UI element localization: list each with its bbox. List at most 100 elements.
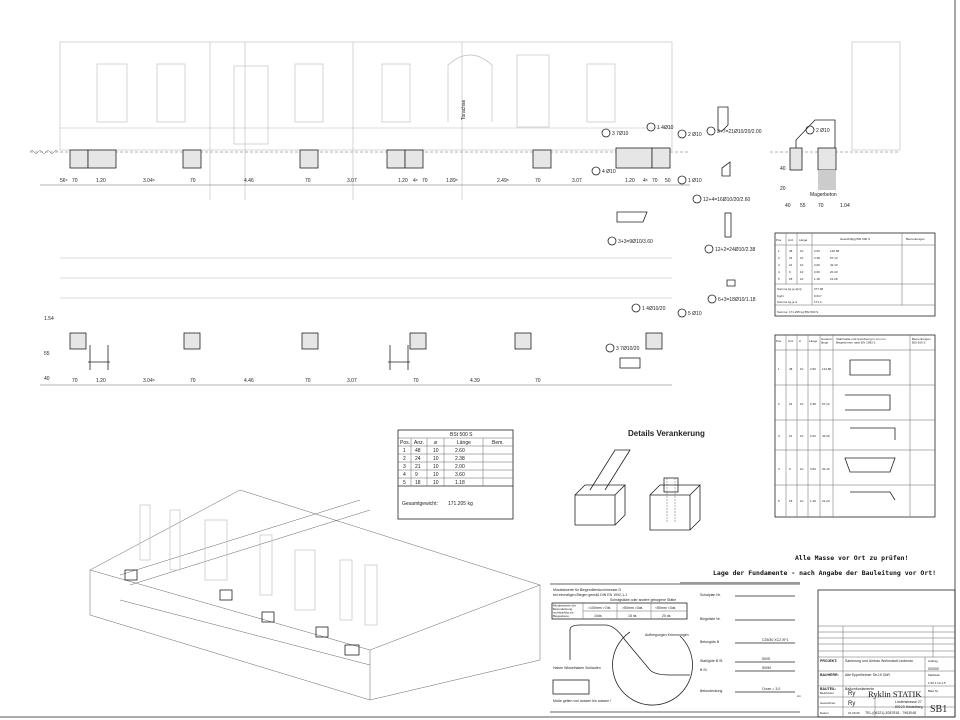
table-cell: 57.12 [822,402,830,406]
svg-text:70: 70 [818,203,824,209]
svg-text:40: 40 [785,203,791,209]
svg-text:70: 70 [305,378,311,384]
svg-text:1.89⁵: 1.89⁵ [446,178,458,184]
table-cell: 10 [800,402,804,406]
note-check-dimensions: Alle Masse vor Ort zu prüfen! [795,554,909,562]
svg-text:>50mm >3ds: >50mm >3ds [622,606,643,610]
svg-text:15 ds: 15 ds [628,614,637,618]
svg-text:20: 20 [780,186,786,192]
table-cell: 3.60 [455,472,465,478]
svg-text:Summe kg je ø: Summe kg je ø [777,300,797,304]
table-cell: 24 [789,256,793,260]
svg-text:70: 70 [72,178,78,184]
elevation-view: Torachse [29,41,690,200]
svg-text:Blatt Nr.: Blatt Nr. [928,689,939,693]
table-cell: 42.00 [822,434,830,438]
table-cell: 2 [403,456,406,462]
table-cell: 1 [778,367,780,371]
svg-text:70: 70 [535,378,541,384]
svg-text:Auftrag: Auftrag [928,659,938,663]
anchoring-detail: Details Verankerung [574,429,705,531]
svg-text:1.20: 1.20 [96,178,106,184]
table-cell: 10 [800,499,804,503]
table-cell: 4 [778,270,780,274]
svg-text:00/000: 00/000 [928,667,939,671]
svg-text:50: 50 [665,178,671,184]
table-cell: 21.28 [830,277,838,281]
table-cell: 3 [778,263,780,267]
table-cell: 2.60 [455,448,465,454]
table-cell: 9 [789,467,791,471]
table-cell: 24 [415,456,421,462]
svg-text:Länge: Länge [809,339,818,343]
svg-text:277.96: 277.96 [814,287,824,291]
table-cell: 18 [415,480,421,486]
svg-text:Pos.: Pos. [400,440,410,446]
table-cell: 10 [800,270,804,274]
bending-shapes-table: Pos. Anz. ø Länge Gesamt-länge Stahlmaße… [774,334,936,518]
svg-text:ø: ø [434,440,437,446]
svg-text:Balkonfundamente: Balkonfundamente [845,687,874,691]
svg-text:3+3=9Ø10/3.60: 3+3=9Ø10/3.60 [618,239,653,245]
svg-text:3.07: 3.07 [572,178,582,184]
svg-text:Länge: Länge [799,238,808,242]
svg-text:12+2=24Ø10/2.38: 12+2=24Ø10/2.38 [715,247,756,253]
table-cell: 10 [433,464,439,470]
table-cell: 3.60 [814,270,820,274]
svg-text:Haken Winkelhaken Schlaufen: Haken Winkelhaken Schlaufen [553,666,601,670]
svg-text:1.20: 1.20 [625,178,635,184]
bbs-total-value: 171.205 kg [448,501,473,507]
svg-text:171.2: 171.2 [814,300,822,304]
svg-text:4.46: 4.46 [244,378,254,384]
bending-info-panel: Mindestwerte für Biegerollendurchmesser … [550,583,802,713]
svg-text:TEL.(06221)-8287818 - 7963048: TEL.(06221)-8287818 - 7963048 [865,711,916,715]
svg-text:Mindestwerte der Betondeckung: Mindestwerte der Betondeckung rechtwinkl… [553,603,577,618]
svg-text:3.04⁵: 3.04⁵ [143,178,155,184]
table-cell: Schalplan Nr. [700,593,721,597]
svg-text:3.07: 3.07 [347,178,357,184]
svg-text:3+7=21Ø10/20/2.00: 3+7=21Ø10/20/2.00 [717,129,762,135]
svg-text:40: 40 [780,166,786,172]
svg-text:1:50 1:10 1:5: 1:50 1:10 1:5 [928,681,946,685]
svg-text:PROJEKT:: PROJEKT: [820,659,837,663]
svg-text:3 7Ø10/20: 3 7Ø10/20 [616,346,640,352]
table-cell: 500M [762,666,771,670]
svg-text:Bemerkungen BSt 500 S: Bemerkungen BSt 500 S [912,337,932,345]
table-cell: C25/30 XC2 XF1 [762,638,789,642]
svg-text:1 Ø10: 1 Ø10 [688,178,702,184]
svg-text:10ds: 10ds [594,614,602,618]
table-cell: 10 [800,263,804,267]
svg-text:70: 70 [190,178,196,184]
svg-text:70: 70 [422,178,428,184]
svg-text:70: 70 [413,378,419,384]
table-cell: 120.68 [830,249,840,253]
svg-text:Kg/m: Kg/m [777,294,785,298]
table-cell: 124.80 [822,367,832,371]
svg-text:70: 70 [652,178,658,184]
svg-text:1.54: 1.54 [44,316,54,322]
table-cell: Biegeliste Nr. [700,617,721,621]
svg-text:Länge: Länge [457,440,471,446]
table-cell: 48 [789,249,793,253]
svg-text:55: 55 [800,203,806,209]
svg-text:20 ds: 20 ds [662,614,671,618]
steel-list-table: Pos. Anz. Länge Gewicht[kg] BSt 500 S Be… [774,232,936,317]
table-cell: 9 [789,270,791,274]
table-cell: 1 [778,249,780,253]
table-cell: 2.00 [814,263,820,267]
svg-text:Ry: Ry [848,701,855,707]
svg-text:Pos.: Pos. [776,238,782,242]
table-cell: 1 [403,448,406,454]
note-foundation-position: Lage der Fundamente - nach Angabe der Ba… [713,569,936,577]
table-cell: 2.38 [814,256,820,260]
svg-text:4⁵: 4⁵ [643,178,648,184]
table-cell: 2.00 [455,464,465,470]
table-cell: 10 [433,448,439,454]
svg-text:BAUHERR:: BAUHERR: [820,673,839,677]
axis-label: Torachse [461,99,467,120]
svg-text:<50mm <3ds: <50mm <3ds [655,606,676,610]
